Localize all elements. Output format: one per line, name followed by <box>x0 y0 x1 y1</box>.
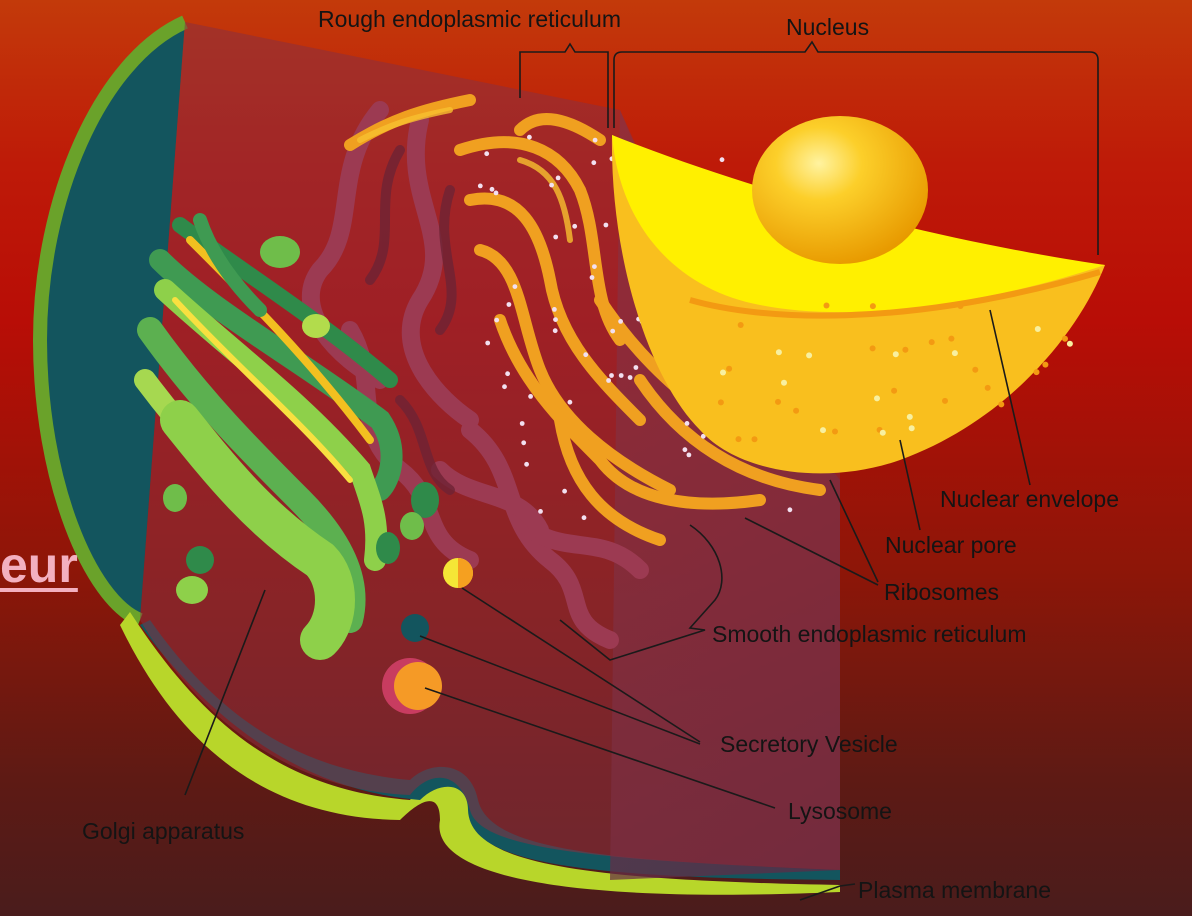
nuclear-pore-dot <box>726 366 732 372</box>
label-ribosomes: Ribosomes <box>884 579 999 605</box>
nuclear-pore-dot <box>952 350 958 356</box>
ribosome-dot <box>521 440 526 445</box>
nuclear-pore-dot <box>776 349 782 355</box>
ribosome-dot <box>609 373 614 378</box>
ribosome-dot <box>553 235 558 240</box>
nuclear-pore-dot <box>870 303 876 309</box>
label-plasma-membrane: Plasma membrane <box>858 877 1051 903</box>
nuclear-pore-dot <box>824 303 830 309</box>
ribosome-dot <box>507 302 512 307</box>
nuclear-pore-dot <box>972 367 978 373</box>
ribosome-dot <box>549 183 554 188</box>
nuclear-pore-dot <box>951 302 957 308</box>
nuclear-pore-dot <box>1062 336 1068 342</box>
nuclear-pore-dot <box>793 408 799 414</box>
ribosome-dot <box>592 264 597 269</box>
ribosome-dot <box>556 176 561 181</box>
nuclear-pore-dot <box>1034 369 1040 375</box>
ribosome-dot <box>502 384 507 389</box>
ribosome-dot <box>528 394 533 399</box>
ribosome-dot <box>494 191 499 196</box>
ribosome-dot <box>583 352 588 357</box>
nuclear-pore-dot <box>775 399 781 405</box>
nuclear-pore-dot <box>718 399 724 405</box>
nuclear-pore-dot <box>902 347 908 353</box>
nuclear-pore-dot <box>781 380 787 386</box>
ribosome-dot <box>520 421 525 426</box>
nuclear-pore-dot <box>880 430 886 436</box>
nuclear-pore-dot <box>942 398 948 404</box>
ribosome-dot <box>568 400 573 405</box>
nuclear-pore-dot <box>736 436 742 442</box>
nuclear-pore-dot <box>958 303 964 309</box>
nuclear-pore-dot <box>907 414 913 420</box>
ribosome-dot <box>685 421 690 426</box>
label-nuclear-pore: Nuclear pore <box>885 532 1017 558</box>
ribosome-dot <box>527 135 532 140</box>
ribosome-dot <box>562 489 567 494</box>
nuclear-pore-dot <box>738 322 744 328</box>
nuclear-pore-dot <box>998 401 1004 407</box>
slide-link-fragment[interactable]: eur <box>0 536 78 594</box>
label-lysosome: Lysosome <box>788 798 892 824</box>
ribosome-dot <box>490 187 495 192</box>
ribosome-dot <box>628 375 633 380</box>
ribosome-dot <box>683 447 688 452</box>
ribosome-dot <box>538 509 543 514</box>
nuclear-pore-dot <box>874 395 880 401</box>
label-secretory-vesicle: Secretory Vesicle <box>720 731 898 757</box>
label-smooth-er: Smooth endoplasmic reticulum <box>712 621 1026 647</box>
nuclear-pore-dot <box>806 352 812 358</box>
ribosome-dot <box>619 373 624 378</box>
nuclear-pore-dot <box>752 436 758 442</box>
ribosome-dot <box>687 453 692 458</box>
ribosome-dot <box>572 224 577 229</box>
nuclear-pore-dot <box>891 388 897 394</box>
ribosome-dot <box>720 157 725 162</box>
ribosome-dot <box>634 365 639 370</box>
ribosome-dot <box>524 462 529 467</box>
nuclear-pore-dot <box>832 429 838 435</box>
ribosome-dot <box>552 307 557 312</box>
ribosome-dot <box>553 328 558 333</box>
nuclear-pore-dot <box>929 339 935 345</box>
nuclear-pore-dot <box>909 425 915 431</box>
ribosome-dot <box>478 184 483 189</box>
nuclear-pore-dot <box>1042 362 1048 368</box>
ribosome-dot <box>505 371 510 376</box>
nuclear-pore-dot <box>1067 341 1073 347</box>
ribosome-dot <box>604 223 609 228</box>
label-nucleus: Nucleus <box>786 14 869 40</box>
label-golgi: Golgi apparatus <box>82 818 244 844</box>
nuclear-pore-dot <box>1035 326 1041 332</box>
ribosome-dot <box>513 284 518 289</box>
ribosome-dot <box>593 138 598 143</box>
ribosome-dot <box>582 515 587 520</box>
label-nuclear-envelope: Nuclear envelope <box>940 486 1119 512</box>
nuclear-pore-dot <box>985 385 991 391</box>
nuclear-pore-dot <box>948 336 954 342</box>
ribosome-dot <box>494 318 499 323</box>
ribosome-dot <box>485 341 490 346</box>
ribosome-dot <box>484 151 489 156</box>
ribosome-dot <box>590 275 595 280</box>
nuclear-pore-dot <box>720 370 726 376</box>
nuclear-pore-dot <box>893 351 899 357</box>
ribosome-dot <box>618 319 623 324</box>
nuclear-pore-dot <box>870 345 876 351</box>
ribosome-dot <box>606 378 611 383</box>
label-rough-er: Rough endoplasmic reticulum <box>318 6 621 32</box>
ribosome-dot <box>553 317 558 322</box>
nuclear-pore-dot <box>820 427 826 433</box>
ribosome-dot <box>610 329 615 334</box>
ribosome-dot <box>788 507 793 512</box>
nucleolus <box>752 116 928 264</box>
ribosome-dot <box>591 160 596 165</box>
